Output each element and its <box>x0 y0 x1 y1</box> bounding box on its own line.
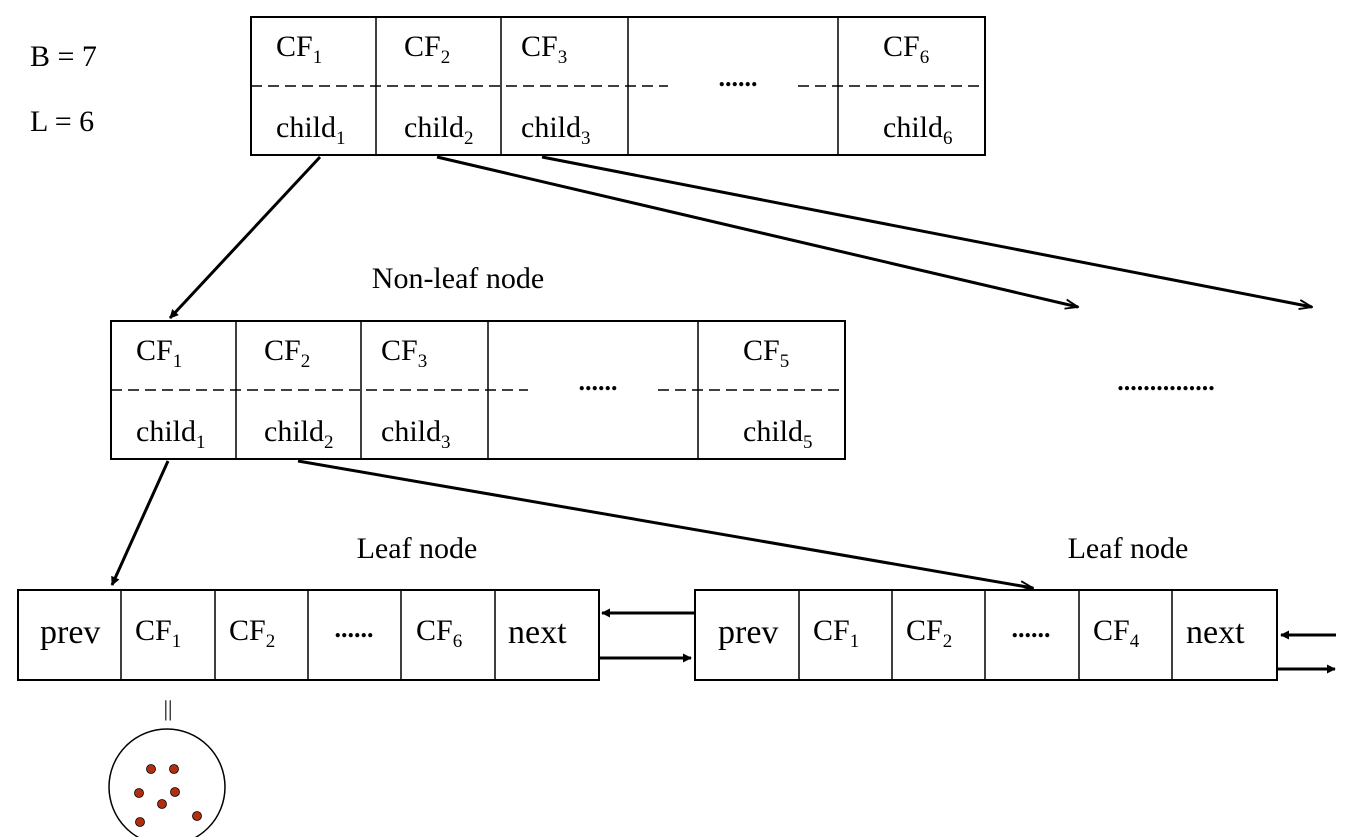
leaf-right-prev: prev <box>718 614 778 651</box>
root-cf6: CF6 <box>883 30 929 68</box>
leaf-left-cf6: CF6 <box>416 614 462 652</box>
nonleaf-child3: child3 <box>381 415 451 453</box>
arrow-root-child3 <box>541 155 1312 307</box>
root-cf2: CF2 <box>404 30 450 68</box>
nonleaf-child1: child1 <box>136 415 206 453</box>
arrow-root-child2 <box>436 155 1078 307</box>
root-child3: child3 <box>521 111 591 149</box>
nonleaf-child5: child5 <box>743 415 813 453</box>
cluster-points-circle <box>108 728 226 837</box>
nonleaf-child2: child2 <box>264 415 334 453</box>
leaf-right-cf1: CF1 <box>813 614 859 652</box>
nonleaf-cf3: CF3 <box>381 334 427 372</box>
leaf-node-label-left: Leaf node <box>357 532 478 565</box>
leaf-left-prev: prev <box>40 614 100 651</box>
root-ellipsis: ...... <box>719 63 758 92</box>
leaf-node-right: prev CF1 CF2 ...... CF4 next <box>694 589 1278 681</box>
root-child1: child1 <box>276 111 346 149</box>
leaf-left-ellipsis: ...... <box>335 614 374 643</box>
root-child2: child2 <box>404 111 474 149</box>
nonleaf-cf1: CF1 <box>136 334 182 372</box>
equivalence-mark: || <box>164 696 173 721</box>
nonleaf-node-label: Non-leaf node <box>372 262 544 295</box>
leaf-left-cf1: CF1 <box>135 614 181 652</box>
more-nodes-ellipsis: ............... <box>1117 367 1215 396</box>
leaf-node-left: prev CF1 CF2 ...... CF6 next <box>17 589 600 681</box>
arrow-nonleaf-child1 <box>110 460 170 586</box>
leaf-right-cf2: CF2 <box>906 614 952 652</box>
nonleaf-ellipsis: ...... <box>579 367 618 396</box>
leaf-right-ellipsis: ...... <box>1012 614 1051 643</box>
param-b: B = 7 <box>30 40 97 73</box>
root-cf3: CF3 <box>521 30 567 68</box>
nonleaf-node: CF1 CF2 CF3 CF5 ...... child1 child2 chi… <box>110 320 846 460</box>
nonleaf-cf5: CF5 <box>743 334 789 372</box>
param-l: L = 6 <box>30 105 94 138</box>
root-node: CF1 CF2 CF3 CF6 ...... child1 child2 chi… <box>250 16 986 156</box>
leaf-left-next: next <box>508 614 567 651</box>
root-cf1: CF1 <box>276 30 322 68</box>
arrow-nonleaf-child2 <box>297 459 1033 588</box>
root-child6: child6 <box>883 111 953 149</box>
leaf-left-cf2: CF2 <box>229 614 275 652</box>
leaf-node-label-right: Leaf node <box>1068 532 1189 565</box>
leaf-right-cf4: CF4 <box>1093 614 1140 652</box>
arrow-root-child1 <box>168 155 322 320</box>
nonleaf-cf2: CF2 <box>264 334 310 372</box>
leaf-right-next: next <box>1186 614 1245 651</box>
